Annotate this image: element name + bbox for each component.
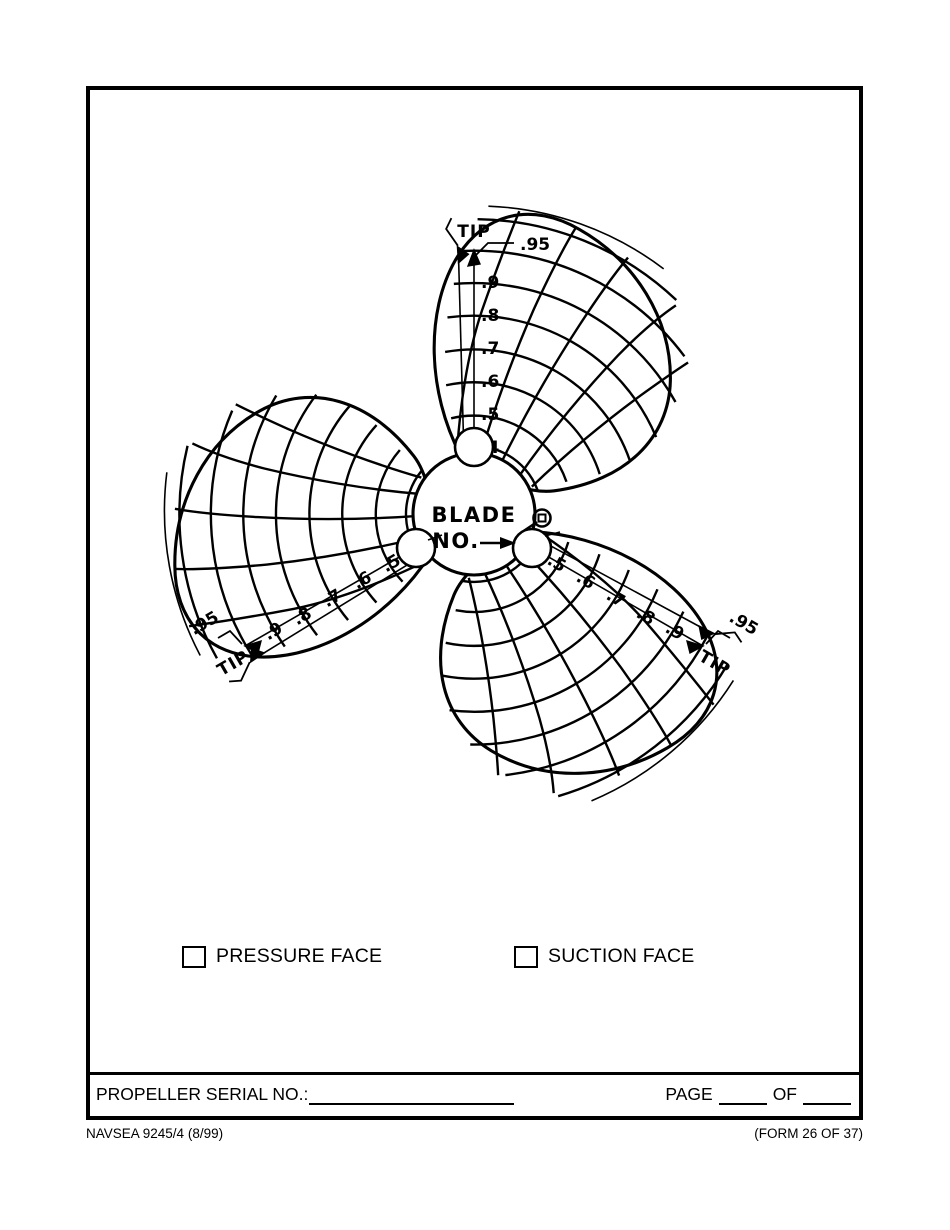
- blade-top-tip-arrow: [466, 248, 481, 267]
- form-footer: NAVSEA 9245/4 (8/99) (FORM 26 OF 37): [86, 1126, 863, 1148]
- serial-number-strip: PROPELLER SERIAL NO.: PAGE OF: [90, 1072, 863, 1116]
- of-label: OF: [772, 1084, 797, 1104]
- blade-top-label-7: .7: [481, 339, 499, 359]
- blade-top-leader: [475, 242, 514, 256]
- propeller-diagram: Three-bladed propeller radial station la…: [154, 168, 773, 846]
- blade-lr-label-9: .9: [662, 618, 688, 644]
- blade-top-label-95: .95: [520, 235, 550, 255]
- blade-no-label-line1: BLADE: [432, 503, 517, 527]
- propeller-serial-input[interactable]: [309, 1088, 515, 1105]
- blade-ll-leader: [217, 629, 243, 645]
- blade-lr-leader: [705, 629, 731, 645]
- blade-number-circle-3[interactable]: [511, 527, 553, 569]
- suction-face-checkbox[interactable]: [514, 945, 538, 968]
- blade-lr-label-7: .7: [603, 585, 629, 611]
- blade-ll-label-6: .6: [350, 567, 376, 593]
- page-number-input[interactable]: [718, 1088, 767, 1105]
- propeller-drawing-area: Three-bladed propeller radial station la…: [90, 90, 863, 890]
- blade-number-circle-1[interactable]: [453, 426, 495, 468]
- form-frame: Three-bladed propeller radial station la…: [86, 86, 863, 1120]
- blade-no-arrow-head: [500, 537, 516, 549]
- blade-top-tip-label: TIP: [457, 222, 490, 242]
- blade-lr-tip-label: TIP: [695, 647, 734, 681]
- page-total-input[interactable]: [803, 1088, 851, 1105]
- blade-no-label-line2: NO.: [432, 529, 479, 553]
- blade-top-label-8: .8: [481, 306, 499, 326]
- blade-top-label-5: .5: [481, 405, 499, 425]
- hub-tick-left: [427, 534, 443, 541]
- suction-face-label: SUCTION FACE: [548, 945, 695, 967]
- blade-top-label-6: .6: [481, 372, 499, 392]
- pressure-face-option[interactable]: PRESSURE FACE: [182, 945, 382, 968]
- propeller-hub: BLADE NO.: [395, 426, 561, 577]
- form-of-label: (FORM 26 OF 37): [754, 1126, 863, 1141]
- suction-face-option[interactable]: SUCTION FACE: [514, 945, 695, 968]
- propeller-serial-row: PROPELLER SERIAL NO.:: [96, 1084, 515, 1105]
- blade-lr-tip-arrow: [686, 639, 705, 655]
- form-number-label: NAVSEA 9245/4 (8/99): [86, 1126, 224, 1141]
- pressure-face-checkbox[interactable]: [182, 945, 206, 968]
- page-of-row: PAGE OF: [665, 1084, 851, 1105]
- blade-number-circle-2[interactable]: [395, 527, 437, 569]
- pressure-face-label: PRESSURE FACE: [216, 945, 383, 967]
- page-label: PAGE: [665, 1084, 713, 1104]
- blade-top: TIP .95 .9 .8 .7 .6 .5 .4 .3: [355, 168, 730, 537]
- blade-lr-label-6: .6: [573, 567, 599, 593]
- blade-top-label-9: .9: [481, 273, 499, 293]
- blade-lr-label-95: .95: [725, 607, 761, 639]
- face-selection-row: PRESSURE FACE SUCTION FACE: [90, 935, 863, 995]
- hub-tick-right: [544, 531, 561, 537]
- propeller-serial-label: PROPELLER SERIAL NO.:: [96, 1084, 309, 1104]
